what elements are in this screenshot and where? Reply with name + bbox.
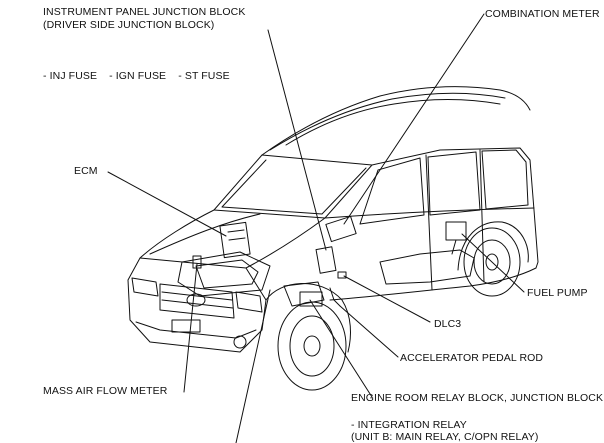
front-wheel-hub	[304, 336, 320, 356]
rear-wheel-hub	[486, 254, 498, 270]
accelerator-pedal	[330, 288, 340, 306]
label-integration-relay-line1: - INTEGRATION RELAY	[351, 419, 467, 431]
label-fuses: - INJ FUSE - IGN FUSE - ST FUSE	[43, 70, 230, 82]
roof-outline	[262, 87, 530, 155]
rear-wheel-arch	[458, 222, 528, 270]
leader-maf	[184, 264, 197, 392]
instrument-junction-block	[316, 247, 336, 273]
grille	[160, 284, 234, 318]
grille-bar-2	[162, 300, 233, 308]
body-side-lower	[330, 268, 536, 300]
rear-wheel	[464, 228, 520, 296]
lower-bumper	[136, 322, 256, 338]
b-pillar	[426, 155, 432, 290]
label-ipjb-line1: INSTRUMENT PANEL JUNCTION BLOCK	[43, 6, 246, 18]
grille-bar-1	[162, 292, 232, 300]
leader-dlc3	[344, 276, 430, 322]
label-combination-meter: COMBINATION METER	[485, 8, 600, 20]
leader-accelerator	[340, 306, 398, 357]
dlc3-connector	[338, 272, 346, 278]
quarter-window	[482, 150, 528, 209]
rear-body	[534, 210, 538, 268]
engine-cover-detail	[196, 260, 258, 288]
relay-box-2	[300, 292, 322, 306]
rear-wheel-rim	[474, 240, 510, 284]
fog-lamp	[234, 336, 246, 348]
leader-lower	[236, 290, 270, 443]
front-wheel-rim	[290, 316, 334, 376]
leader-ecm	[108, 172, 226, 236]
label-fuel-pump: FUEL PUMP	[527, 287, 588, 299]
leader-relay-block	[310, 300, 372, 397]
headlamp-left	[132, 278, 158, 296]
leader-ipjb	[268, 30, 326, 250]
fuel-pump-unit	[446, 222, 466, 240]
roof-rail	[270, 93, 505, 150]
ecm-box-detail-2	[229, 238, 245, 240]
label-accelerator-pedal-rod: ACCELERATOR PEDAL ROD	[400, 352, 544, 364]
relay-block	[284, 282, 324, 306]
label-integration-relay-line2: (UNIT B: MAIN RELAY, C/OPN RELAY)	[351, 431, 539, 443]
roof-rail-inner	[286, 100, 500, 146]
label-ecm: ECM	[74, 165, 98, 177]
front-fascia	[128, 258, 266, 352]
windshield-inner	[222, 160, 366, 214]
front-wheel-arch	[266, 283, 350, 352]
label-dlc3: DLC3	[434, 318, 462, 330]
label-mass-air-flow-meter: MASS AIR FLOW METER	[43, 385, 168, 397]
label-ipjb-line2: (DRIVER SIDE JUNCTION BLOCK)	[43, 19, 215, 31]
front-door-window	[360, 158, 424, 224]
plate-area	[172, 320, 200, 332]
leader-combination-meter	[344, 14, 484, 224]
front-wheel	[278, 302, 346, 390]
label-engine-room-relay-block: ENGINE ROOM RELAY BLOCK, JUNCTION BLOCK	[351, 392, 604, 404]
leader-fuel-pump	[462, 234, 524, 292]
c-pillar	[480, 150, 484, 282]
engine-block	[178, 252, 270, 296]
fuel-tank	[380, 250, 474, 284]
rear-door-window	[428, 152, 480, 215]
combination-meter-unit	[326, 216, 356, 241]
hood	[140, 210, 325, 268]
ecm-box	[220, 222, 250, 257]
ecm-box-detail	[228, 230, 244, 232]
hood-line	[150, 214, 260, 254]
beltline	[325, 208, 534, 218]
headlamp-right	[236, 292, 262, 312]
side-body-top	[372, 148, 534, 210]
fuel-pump-stem	[452, 240, 456, 254]
